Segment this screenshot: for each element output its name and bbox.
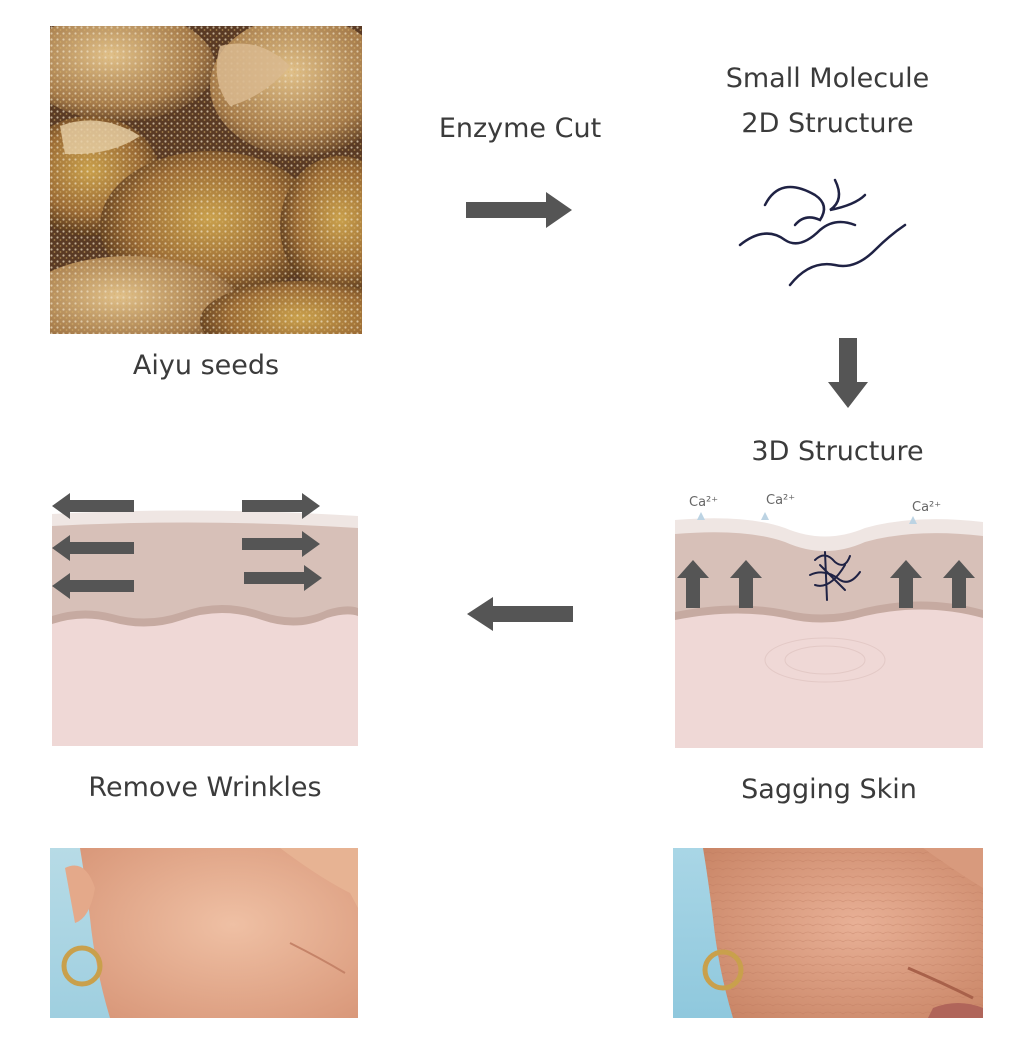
sagging-face-photo [673,848,983,1018]
structure-3d-label: 3D Structure [751,436,924,467]
aiyu-seeds-image [50,26,362,334]
right-arrow-icon [466,192,572,228]
calcium-ion-label-1: Ca²⁺ [689,495,719,510]
smooth-face-photo [50,848,358,1018]
remove-wrinkles-label: Remove Wrinkles [88,772,322,803]
sagging-skin-label: Sagging Skin [741,774,917,805]
calcium-ion-label-2: Ca²⁺ [766,493,796,508]
down-arrow-icon [828,338,868,408]
enzyme-cut-label: Enzyme Cut [438,113,602,144]
remove-wrinkles-skin-diagram [52,486,358,746]
seeds-label: Aiyu seeds [132,350,280,381]
polymer-2d-structure-icon [738,178,907,287]
molecule-label-line2: 2D Structure [741,108,914,139]
left-arrow-icon [467,597,573,631]
molecule-label-line1: Small Molecule [725,63,930,94]
calcium-ion-label-3: Ca²⁺ [912,500,942,515]
sagging-skin-diagram [675,490,983,748]
